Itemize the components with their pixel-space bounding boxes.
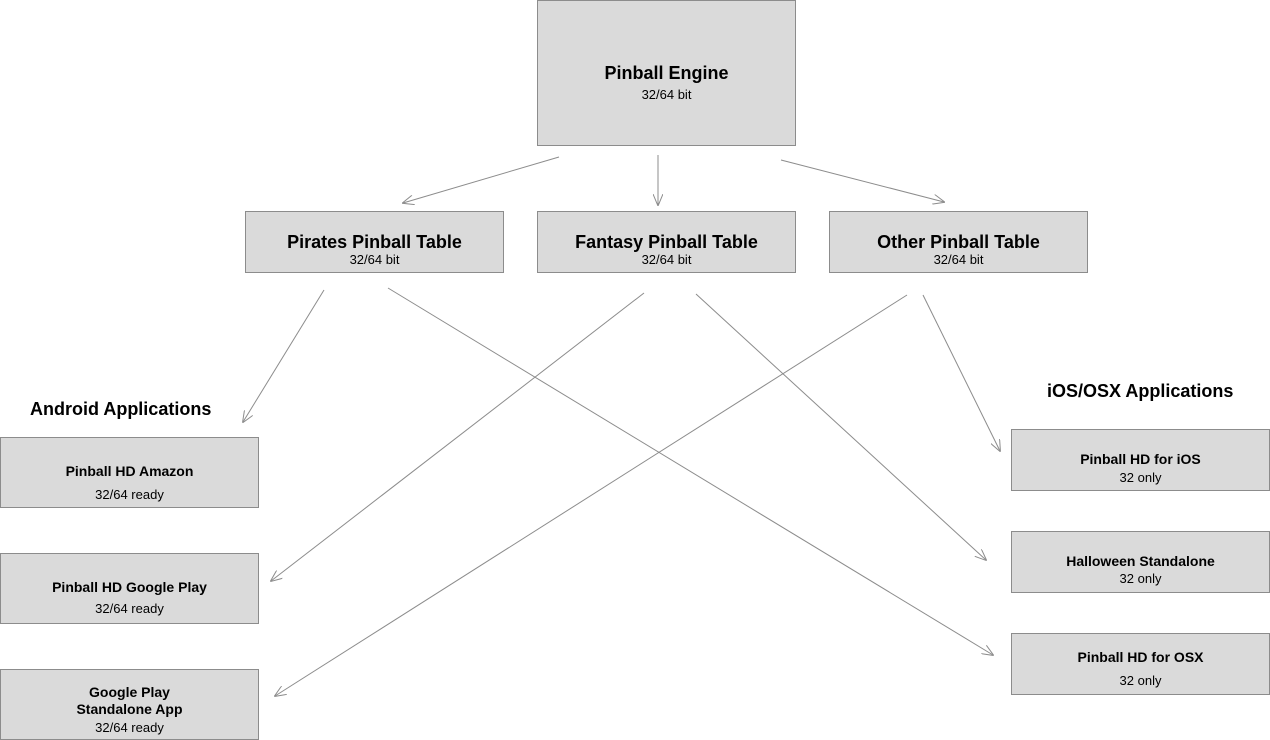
app-title-line1: Google Play: [89, 684, 170, 700]
pinball-hd-ios-box: Pinball HD for iOS 32 only: [1011, 429, 1270, 491]
app-title: Pinball HD Google Play: [52, 579, 207, 595]
pinball-hd-google-play-box: Pinball HD Google Play 32/64 ready: [0, 553, 259, 624]
pinball-hd-osx-box: Pinball HD for OSX 32 only: [1011, 633, 1270, 695]
app-title: Pinball HD Amazon: [65, 463, 194, 479]
pirates-table-title: Pirates Pinball Table: [287, 232, 462, 252]
fantasy-table-subtitle: 32/64 bit: [641, 252, 692, 267]
app-subtitle: 32/64 ready: [95, 601, 164, 616]
pirates-table-box: Pirates Pinball Table 32/64 bit: [245, 211, 504, 273]
other-table-title: Other Pinball Table: [877, 232, 1040, 252]
app-title: Pinball HD for OSX: [1077, 649, 1204, 665]
android-group-label: Android Applications: [30, 399, 212, 419]
fantasy-table-title: Fantasy Pinball Table: [575, 232, 758, 252]
pinball-engine-box: Pinball Engine 32/64 bit: [537, 0, 796, 146]
app-subtitle: 32/64 ready: [95, 487, 164, 502]
other-table-subtitle: 32/64 bit: [933, 252, 984, 267]
app-subtitle: 32 only: [1119, 673, 1162, 688]
google-play-standalone-box: Google Play Standalone App 32/64 ready: [0, 669, 259, 740]
app-title: Halloween Standalone: [1066, 553, 1215, 569]
fantasy-to-halloween-arrow: [695, 293, 986, 560]
fantasy-to-gplay-arrow: [271, 292, 645, 581]
fantasy-table-box: Fantasy Pinball Table 32/64 bit: [537, 211, 796, 273]
pinball-hd-amazon-box: Pinball HD Amazon 32/64 ready: [0, 437, 259, 508]
engine-subtitle: 32/64 bit: [641, 87, 692, 102]
engine-to-pirates-arrow: [403, 156, 560, 203]
app-subtitle: 32/64 ready: [95, 720, 164, 735]
other-to-ios-arrow: [922, 294, 1000, 451]
pirates-table-subtitle: 32/64 bit: [349, 252, 400, 267]
app-title-line2: Standalone App: [76, 701, 183, 717]
app-subtitle: 32 only: [1119, 470, 1162, 485]
pirates-to-osx-arrow: [387, 287, 993, 655]
app-title: Pinball HD for iOS: [1080, 451, 1201, 467]
app-subtitle: 32 only: [1119, 571, 1162, 586]
pirates-to-amazon-arrow: [243, 289, 325, 422]
ios-group-label: iOS/OSX Applications: [1047, 381, 1234, 401]
halloween-standalone-box: Halloween Standalone 32 only: [1011, 531, 1270, 593]
other-table-box: Other Pinball Table 32/64 bit: [829, 211, 1088, 273]
engine-title: Pinball Engine: [604, 63, 729, 83]
other-to-gpstandalone-arrow: [275, 294, 908, 696]
engine-to-other-arrow: [780, 159, 944, 202]
